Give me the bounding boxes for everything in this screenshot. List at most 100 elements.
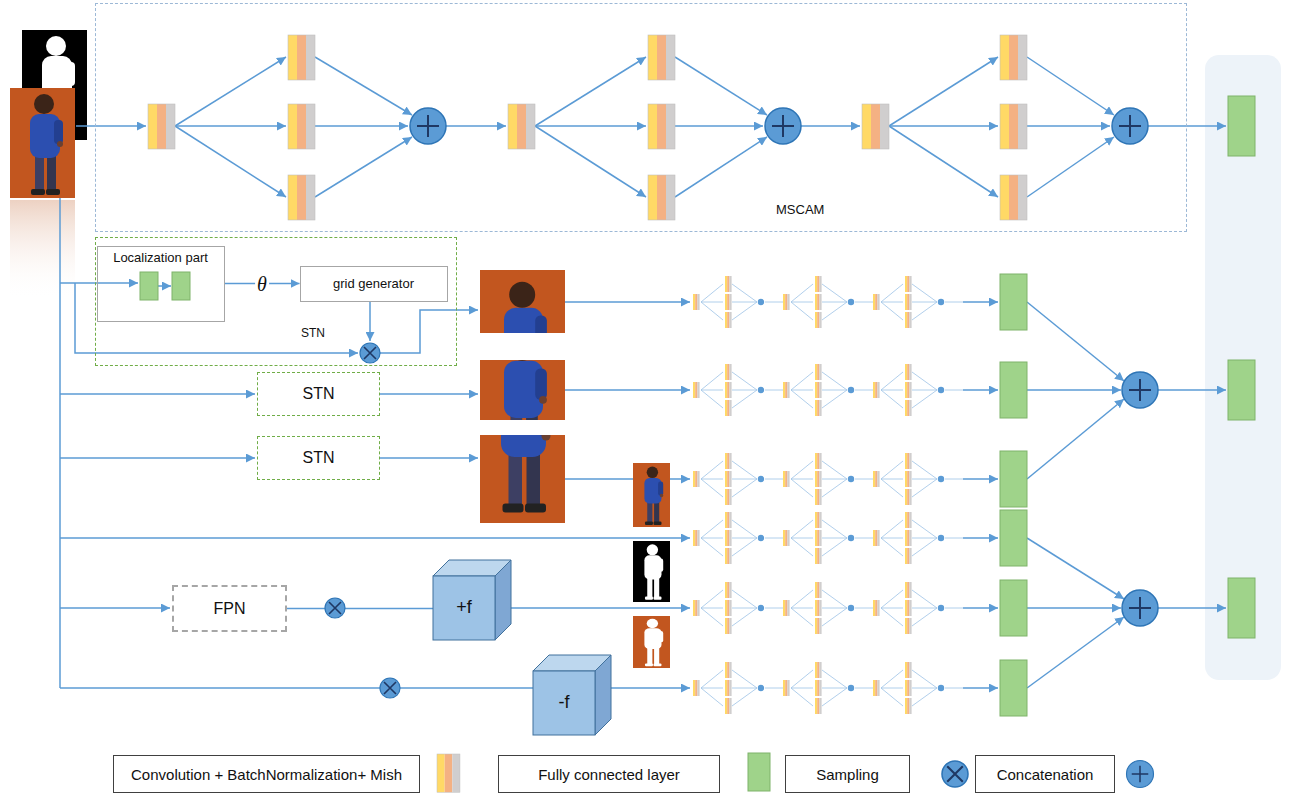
- feature-cube: -f: [533, 655, 611, 735]
- legend-swatch: [942, 761, 968, 787]
- cube-shape: [433, 560, 511, 640]
- small-image: [633, 463, 670, 668]
- flow-arrow: [380, 393, 478, 395]
- fc-layer: [1000, 510, 1027, 566]
- edge-label: θ: [255, 273, 269, 295]
- flow-arrow: [158, 285, 171, 287]
- flow-arrow: [675, 57, 767, 115]
- node-label: STN: [303, 384, 335, 403]
- flow-arrow: [1027, 302, 1124, 381]
- fc-layer: [1000, 362, 1027, 418]
- flow-arrow: [1027, 137, 1114, 197]
- crop-image: [504, 360, 547, 420]
- flow-arrow: [175, 125, 286, 127]
- input-image: [10, 88, 75, 198]
- mini-network: [693, 453, 963, 505]
- conv-block: [288, 104, 315, 149]
- fc-layer: [1228, 578, 1255, 638]
- legend-entry: Fully connected layer: [498, 755, 720, 793]
- node-label: STN: [303, 448, 335, 467]
- flow-line: [60, 198, 533, 688]
- mini-network: [693, 276, 963, 328]
- node-label: +f: [456, 597, 472, 619]
- crop-image: [504, 282, 547, 333]
- fc-layer: [140, 272, 158, 300]
- small-image: [633, 463, 670, 527]
- output-panel: [1205, 55, 1281, 680]
- conv-block: [648, 35, 675, 80]
- localization-box: Localization part: [97, 246, 225, 322]
- mini-network: [693, 582, 963, 634]
- flow-arrow: [963, 687, 998, 689]
- flow-arrow: [963, 607, 998, 609]
- flow-arrow: [76, 125, 146, 127]
- conv-block: [1000, 35, 1027, 80]
- node-label: Localization part: [113, 250, 208, 266]
- conv-block: [288, 35, 315, 80]
- node-label: MSCAM: [776, 202, 824, 218]
- flow-arrow: [1027, 607, 1121, 609]
- sampling-symbol-sample: [942, 761, 968, 787]
- crop-image: [504, 282, 547, 333]
- flow-arrow: [675, 125, 763, 127]
- node-label: FPN: [214, 599, 246, 618]
- legend-entry: Convolution + BatchNormalization+ Mish: [113, 755, 420, 793]
- flow-arrow: [963, 537, 998, 539]
- flow-arrow: [175, 126, 286, 197]
- mini-network: [693, 662, 963, 714]
- flow-arrow: [963, 478, 998, 480]
- flow-arrow: [889, 57, 998, 126]
- conv-block: [648, 175, 675, 220]
- fc-layer: [1000, 274, 1027, 330]
- conv-block: [288, 175, 315, 220]
- conv-block: [148, 104, 175, 149]
- legend-entry: Concatenation: [975, 755, 1115, 793]
- flow-arrow: [1027, 617, 1124, 688]
- small-image: [644, 544, 663, 600]
- conv-block-sample: [437, 754, 460, 792]
- cube-front: [533, 671, 595, 735]
- stn-box: STN: [257, 372, 380, 416]
- conv-block: [648, 104, 675, 149]
- conv-block: [862, 104, 889, 149]
- small-image: [644, 466, 663, 525]
- legend-text: Sampling: [816, 766, 879, 783]
- legend-text: Concatenation: [997, 766, 1094, 783]
- flow-arrow: [315, 57, 412, 115]
- concat-symbol: [765, 108, 801, 144]
- legend-text: Fully connected layer: [538, 766, 680, 783]
- flow-arrow: [535, 126, 646, 197]
- flow-arrow: [60, 457, 255, 459]
- flow-arrow: [889, 126, 998, 197]
- fc-layer: [1228, 360, 1255, 420]
- flow-arrow: [963, 301, 998, 303]
- cube-side: [595, 655, 611, 735]
- concat-symbol-sample: [1127, 761, 1154, 788]
- fc-layer: [1228, 96, 1255, 156]
- flow-arrow: [535, 57, 646, 126]
- flow-arrow: [60, 57, 1226, 688]
- concat-symbol: [410, 108, 446, 144]
- flow-arrow: [1027, 125, 1110, 127]
- crop-image: [480, 270, 565, 523]
- legend-text: Convolution + BatchNormalization+ Mish: [131, 766, 402, 783]
- concat-symbol: [410, 108, 1158, 626]
- fc-layer: [1000, 580, 1027, 636]
- module-region: MSCAM: [95, 3, 1187, 232]
- sampling-symbol: [380, 678, 400, 698]
- feature-cube: +f: [433, 560, 511, 640]
- cube-side: [495, 560, 511, 640]
- conv-block: [508, 104, 535, 149]
- stn-box: STN: [257, 436, 380, 480]
- flow-arrow: [315, 137, 412, 197]
- flow-line: [60, 687, 380, 689]
- small-image: [633, 616, 670, 668]
- fpn-box: FPN: [172, 585, 287, 632]
- flow-arrow: [315, 125, 408, 127]
- fc-layer: [172, 272, 190, 300]
- concat-symbol: [1112, 108, 1148, 144]
